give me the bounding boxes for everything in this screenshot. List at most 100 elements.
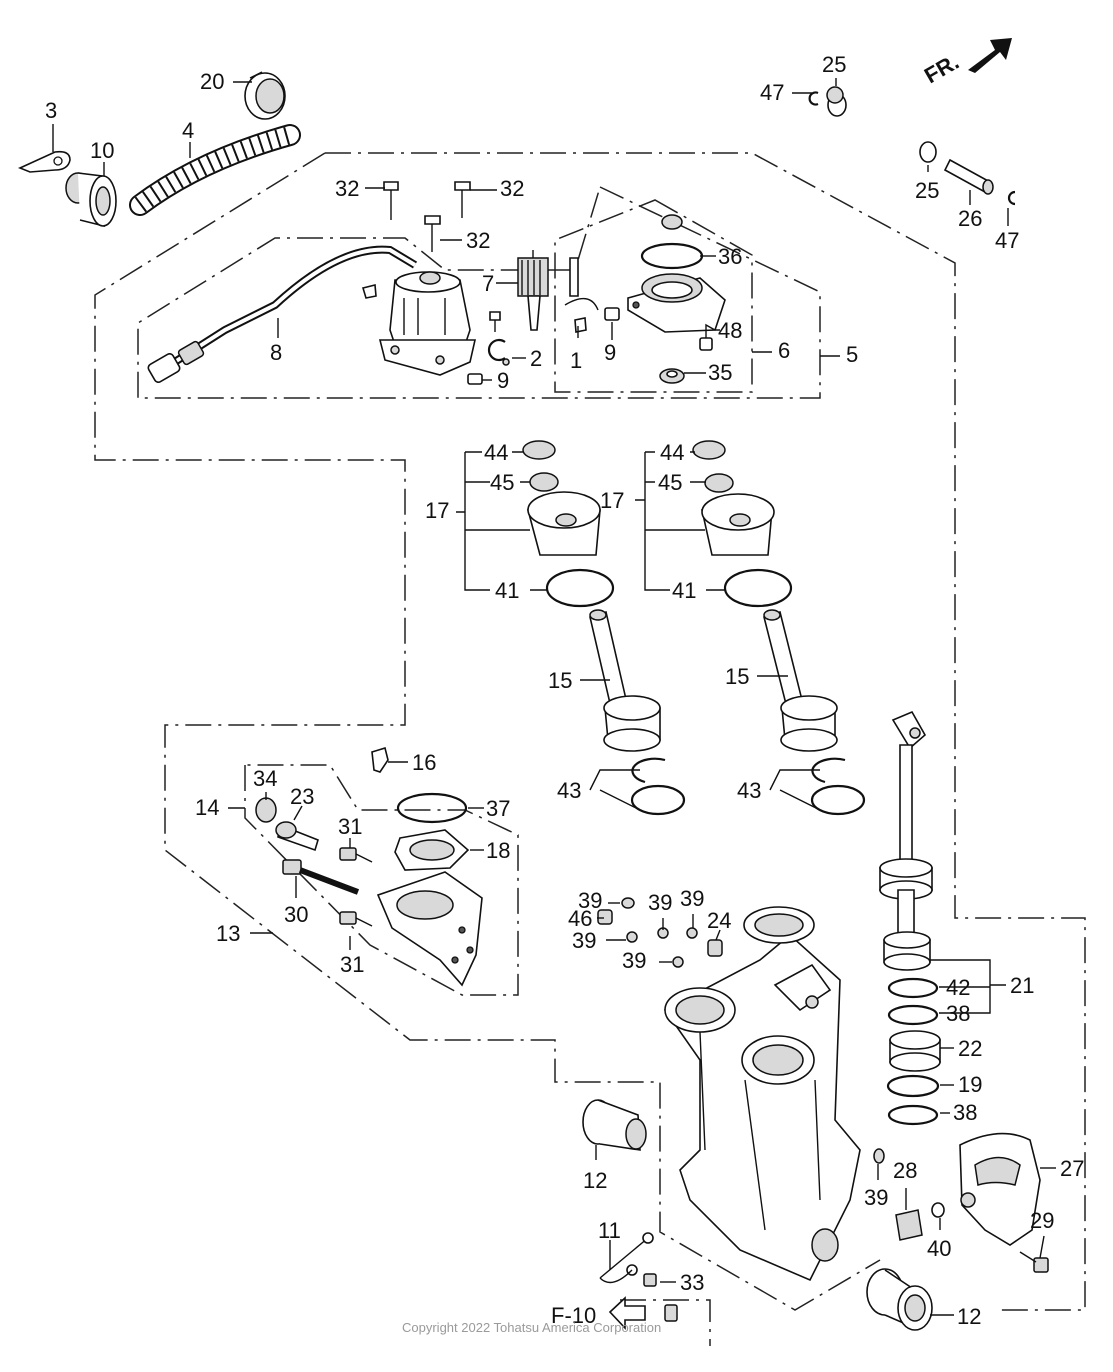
part-42-o-ring (887, 977, 939, 999)
part-31-bolt-a (339, 847, 373, 863)
reference-label: F-10 (551, 1303, 596, 1328)
valve-body (376, 871, 483, 987)
part-17-left-head (522, 440, 615, 608)
part-23-valve (275, 821, 319, 852)
part-31-bolt-b (339, 911, 373, 927)
callout-43-a: 43 (557, 778, 581, 803)
part-46-plug (597, 909, 613, 925)
part-26-pin (943, 158, 994, 195)
part-12-plug-b (866, 1268, 933, 1331)
callout-5: 5 (846, 342, 858, 367)
callout-27: 27 (1060, 1156, 1084, 1181)
callout-16: 16 (412, 750, 436, 775)
part-36-o-ring (640, 242, 704, 270)
part-34-o-ring (255, 797, 277, 823)
callout-31-a: 31 (338, 814, 362, 839)
callout-4: 4 (182, 118, 194, 143)
part-43-left-rings (630, 757, 686, 816)
callout-30: 30 (284, 902, 308, 927)
part-33-screw-b (664, 1304, 678, 1322)
callout-17-a: 17 (425, 498, 449, 523)
direction-label: FR. (920, 49, 963, 88)
part-32-bolt-c (424, 215, 441, 252)
front-direction-arrow-icon (968, 38, 1012, 73)
part-2-clip (487, 338, 510, 366)
part-15-left-piston (589, 609, 661, 752)
callout-44-a: 44 (484, 440, 508, 465)
callout-46: 46 (568, 906, 592, 931)
part-35-nut (659, 368, 685, 384)
part-38-backup-ring-b (887, 1104, 939, 1126)
callout-39-d: 39 (572, 928, 596, 953)
part-39-f (873, 1148, 885, 1164)
callout-8: 8 (270, 340, 282, 365)
callout-25-a: 25 (822, 52, 846, 77)
leader-lines (52, 78, 1056, 1316)
part-38-backup-ring-a (887, 1004, 939, 1026)
callout-33: 33 (680, 1270, 704, 1295)
part-3-clip (17, 150, 71, 173)
assembly-boundary-lines (94, 152, 1086, 1346)
part-13-cylinder-body (663, 906, 861, 1282)
callout-42: 42 (946, 975, 970, 1000)
callout-32-a: 32 (335, 176, 359, 201)
part-40-washer (931, 1202, 945, 1218)
part-47-clip-a (808, 91, 819, 106)
part-39-a (621, 897, 635, 909)
callout-41-a: 41 (495, 578, 519, 603)
callout-7: 7 (482, 271, 494, 296)
part-17-right-head (692, 440, 793, 608)
part-25-bushing-a (826, 86, 847, 117)
part-19-ring (886, 1074, 940, 1098)
callout-24: 24 (707, 908, 731, 933)
callout-39-e: 39 (622, 948, 646, 973)
part-27-cover (959, 1132, 1041, 1246)
part-20-hose-clamp (244, 71, 286, 120)
pump-motor-assembly (361, 271, 477, 376)
part-30-long-bolt (282, 859, 360, 895)
part-16-valve-cap (371, 746, 389, 773)
callout-21: 21 (1010, 973, 1034, 998)
copyright-text: Copyright 2022 Tohatsu America Corporati… (402, 1320, 661, 1335)
callout-labels: 3 10 4 20 32 32 32 7 8 2 1 9 9 36 48 35 … (45, 49, 1084, 1335)
part-32-bolt-b (454, 181, 471, 218)
callout-11: 11 (598, 1218, 621, 1243)
part-1-brush (564, 257, 599, 333)
part-43-right-rings (810, 757, 866, 816)
part-48-screw (699, 337, 713, 351)
callout-38-a: 38 (946, 1001, 970, 1026)
callout-1: 1 (570, 348, 582, 373)
callout-48: 48 (718, 318, 742, 343)
part-25-bushing-b (919, 141, 937, 163)
callout-40: 40 (927, 1236, 951, 1261)
callout-43-b: 43 (737, 778, 761, 803)
part-15-right-piston (763, 609, 838, 752)
part-22-seal (889, 1030, 941, 1072)
part-47-clip-b (1007, 190, 1016, 206)
part-9-screw-b (467, 373, 483, 385)
part-18-valve-plate (394, 829, 470, 871)
callout-14: 14 (195, 795, 219, 820)
callout-17-b: 17 (600, 488, 624, 513)
part-12-plug-a (582, 1099, 647, 1151)
callout-35: 35 (708, 360, 732, 385)
callout-13: 13 (216, 921, 240, 946)
parts (17, 38, 1049, 1331)
reference-arrow-icon (608, 1296, 646, 1331)
callout-18: 18 (486, 838, 510, 863)
part-21-tilt-rod (879, 710, 933, 971)
callout-22: 22 (958, 1036, 982, 1061)
callout-38-b: 38 (953, 1100, 977, 1125)
callout-39-c: 39 (680, 886, 704, 911)
part-39-d (626, 931, 638, 943)
callout-26: 26 (958, 206, 982, 231)
callout-34: 34 (253, 766, 277, 791)
callout-9-b: 9 (497, 368, 509, 393)
callout-3: 3 (45, 98, 57, 123)
part-10-grommet (65, 172, 117, 228)
callout-36: 36 (718, 244, 742, 269)
callout-47-b: 47 (995, 228, 1019, 253)
callout-31-b: 31 (340, 952, 364, 977)
part-9-screw-a (604, 307, 620, 321)
